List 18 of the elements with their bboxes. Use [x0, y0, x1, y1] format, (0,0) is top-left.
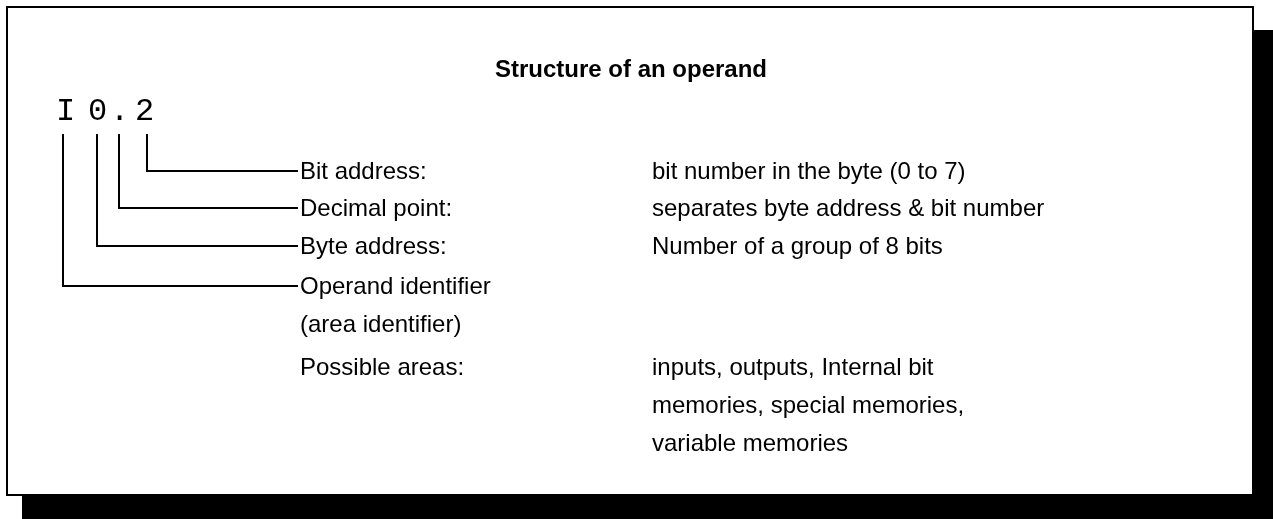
leader-line: [146, 133, 299, 172]
description-text: bit number in the byte (0 to 7): [652, 156, 966, 186]
diagram-title: Structure of an operand: [494, 54, 768, 84]
field-name: Decimal point:: [300, 189, 453, 227]
field-name: Operand identifier (area identifier): [300, 267, 520, 343]
operand-character: 0: [88, 94, 108, 130]
field-name: Bit address:: [300, 152, 427, 190]
field-name: Possible areas:: [300, 352, 465, 382]
leader-line: [62, 133, 299, 287]
description-text: Number of a group of 8 bits: [652, 231, 943, 261]
description-text: separates byte address & bit number: [652, 193, 1045, 223]
description-text: inputs, outputs, Internal bit memories, special memories, variable memories: [652, 352, 966, 458]
operand-character: I: [56, 94, 76, 130]
operand-character: .: [110, 94, 130, 130]
field-name: Byte address:: [300, 227, 447, 265]
operand-character: 2: [135, 94, 155, 130]
leader-line: [96, 133, 299, 247]
leader-line: [118, 133, 299, 209]
